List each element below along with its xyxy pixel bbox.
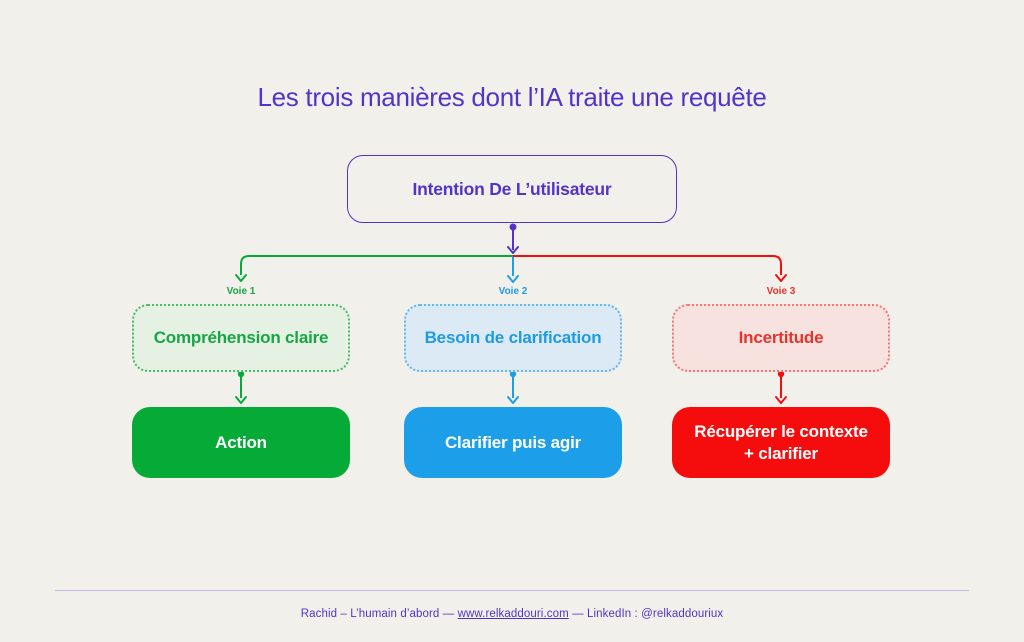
condition-node-besoin-clarification: Besoin de clarification [404,304,622,372]
branch-label-voie1: Voie 1 [226,286,256,297]
footer-author-text: Rachid – L’humain d’abord — [300,608,458,620]
root-connector-dot [509,223,517,231]
condition-node-comprehension-claire: Compréhension claire [132,304,350,372]
page-title: Les trois manières dont l’IA traite une … [257,82,767,112]
root-node-intention: Intention De L’utilisateur [347,155,677,223]
branch-arrowhead-voie3-icon [775,274,787,282]
branch-line-voie3 [513,255,782,275]
outcome-node-clarifier-puis-agir: Clarifier puis agir [404,407,622,478]
root-arrowhead-icon [507,246,519,254]
footer-linkedin-text: — LinkedIn : @relkaddouriux [568,608,724,620]
footer-credit: Rachid – L’humain d’abord — www.relkaddo… [0,608,1024,620]
condition-node-incertitude: Incertitude [672,304,890,372]
cond-arrowhead-voie1-icon [235,396,247,404]
outcome-node-recuperer-contexte: Récupérer le contexte + clarifier [672,407,890,478]
branch-label-voie2: Voie 2 [498,286,528,297]
cond-arrowhead-voie3-icon [775,396,787,404]
branch-arrowhead-voie2-icon [507,275,519,283]
branch-arrowhead-voie1-icon [235,274,247,282]
branch-label-voie3: Voie 3 [766,286,796,297]
outcome-node-action: Action [132,407,350,478]
footer-divider [55,590,969,591]
cond-arrowhead-voie2-icon [507,396,519,404]
website-link[interactable]: www.relkaddouri.com [457,608,569,620]
branch-line-voie1 [240,255,513,275]
